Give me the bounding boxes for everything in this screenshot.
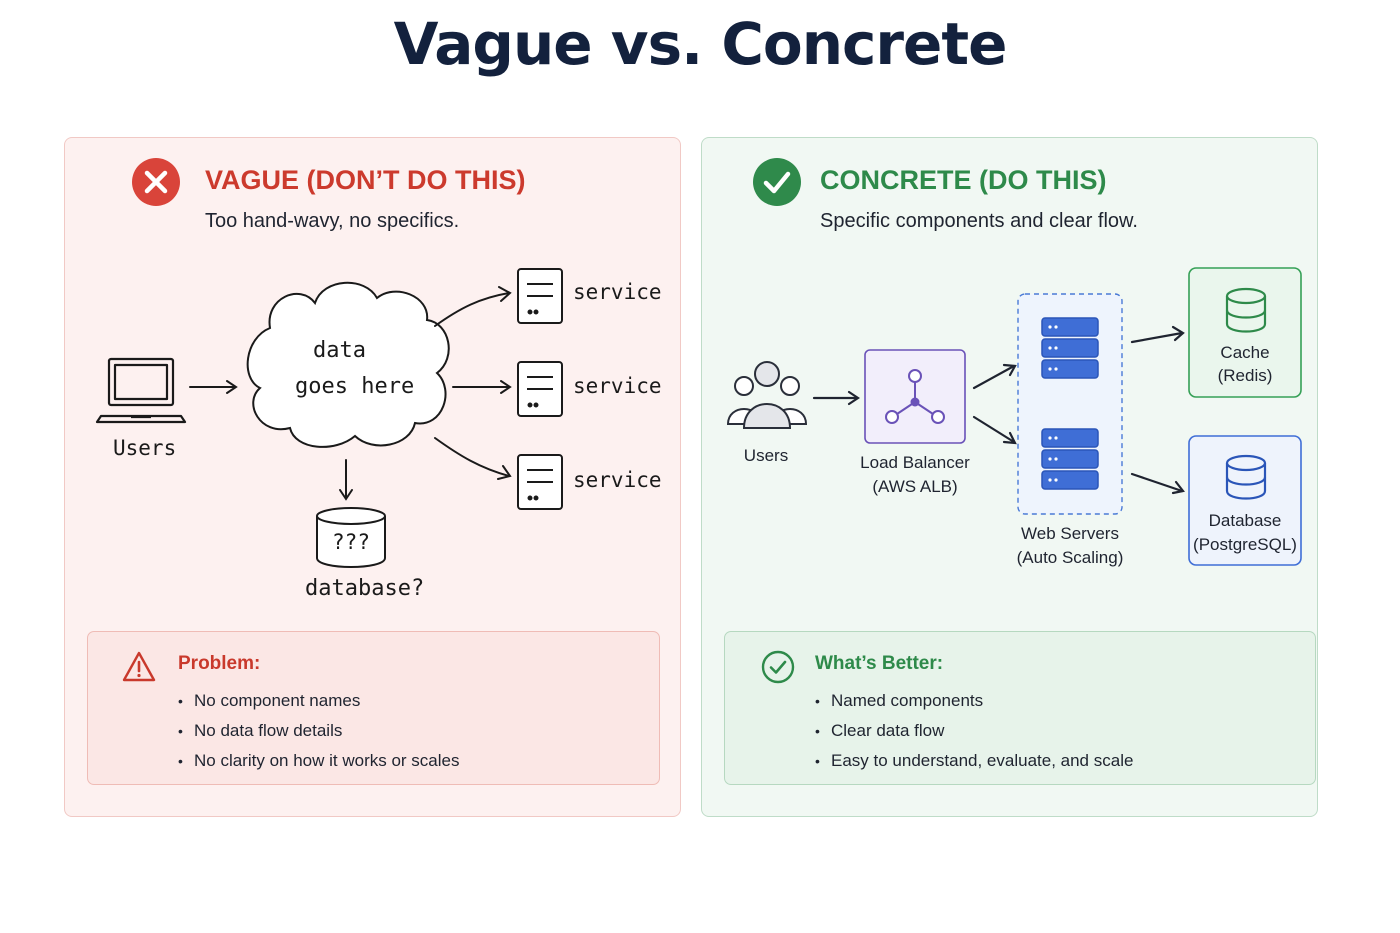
database-box (1188, 435, 1302, 566)
flow-arrows (812, 325, 1185, 495)
database-cylinder-icon (316, 507, 386, 568)
laptop-icon (95, 357, 187, 424)
service-label-1: service (573, 280, 662, 304)
cache-label-line1: Cache (1220, 343, 1270, 362)
db-label: database? (305, 576, 425, 601)
cloud-icon (246, 281, 450, 448)
problem-box: Problem: No component names No data flow… (87, 631, 660, 785)
problem-title: Problem: (178, 653, 261, 674)
list-item: No component names (178, 686, 459, 716)
vague-users-label: Users (113, 436, 177, 460)
web-label-line1: Web Servers (1021, 524, 1119, 543)
concrete-subheading: Specific components and clear flow. (820, 210, 1138, 232)
lb-label-line1: Load Balancer (860, 453, 970, 472)
check-circle-icon (753, 158, 801, 206)
concrete-heading: CONCRETE (DO THIS) (820, 165, 1107, 195)
service-label-3: service (573, 468, 662, 492)
list-item: Named components (815, 686, 1133, 716)
better-box: What’s Better: Named components Clear da… (724, 631, 1316, 785)
list-item: No clarity on how it works or scales (178, 746, 459, 776)
x-circle-icon (132, 158, 180, 206)
cache-label-line2: (Redis) (1217, 366, 1273, 385)
db-glyph: ??? (332, 530, 370, 554)
warning-icon (122, 651, 156, 682)
arrow-users-cloud (189, 380, 238, 394)
list-item: No data flow details (178, 716, 459, 746)
server-stack-icon (1041, 428, 1099, 490)
service-doc-icon (517, 454, 563, 510)
service-doc-icon (517, 361, 563, 417)
concrete-diagram (726, 267, 1302, 566)
vague-panel: VAGUE (DON’T DO THIS) Too hand-wavy, no … (64, 137, 681, 817)
arrow-cloud-services (434, 286, 512, 480)
load-balancer-icon (864, 349, 966, 444)
better-title: What’s Better: (815, 653, 944, 674)
better-list: Named components Clear data flow Easy to… (815, 686, 1133, 776)
service-doc-icon (517, 268, 563, 324)
server-stack-icon (1041, 317, 1099, 379)
check-circle-outline-icon (761, 650, 795, 684)
cache-database-icon (1225, 287, 1267, 333)
concrete-users-label: Users (743, 446, 789, 465)
database-icon (1225, 454, 1267, 500)
users-group-icon (726, 361, 808, 429)
db-label-line1: Database (1208, 511, 1282, 530)
problem-list: No component names No data flow details … (178, 686, 459, 776)
db-label-line2: (PostgreSQL) (1193, 535, 1297, 554)
list-item: Clear data flow (815, 716, 1133, 746)
vague-heading: VAGUE (DON’T DO THIS) (205, 165, 526, 195)
concrete-panel: CONCRETE (DO THIS) Specific components a… (701, 137, 1318, 817)
cloud-label-line2: goes here (295, 374, 415, 399)
cloud-label-line1: data (313, 338, 366, 363)
arrow-cloud-db (339, 459, 353, 501)
lb-label-line2: (AWS ALB) (872, 477, 958, 496)
web-label-line2: (Auto Scaling) (1016, 548, 1124, 567)
vague-diagram (95, 268, 563, 568)
page-title: Vague vs. Concrete (393, 10, 1008, 78)
service-label-2: service (573, 374, 662, 398)
vague-subheading: Too hand-wavy, no specifics. (205, 210, 460, 232)
list-item: Easy to understand, evaluate, and scale (815, 746, 1133, 776)
